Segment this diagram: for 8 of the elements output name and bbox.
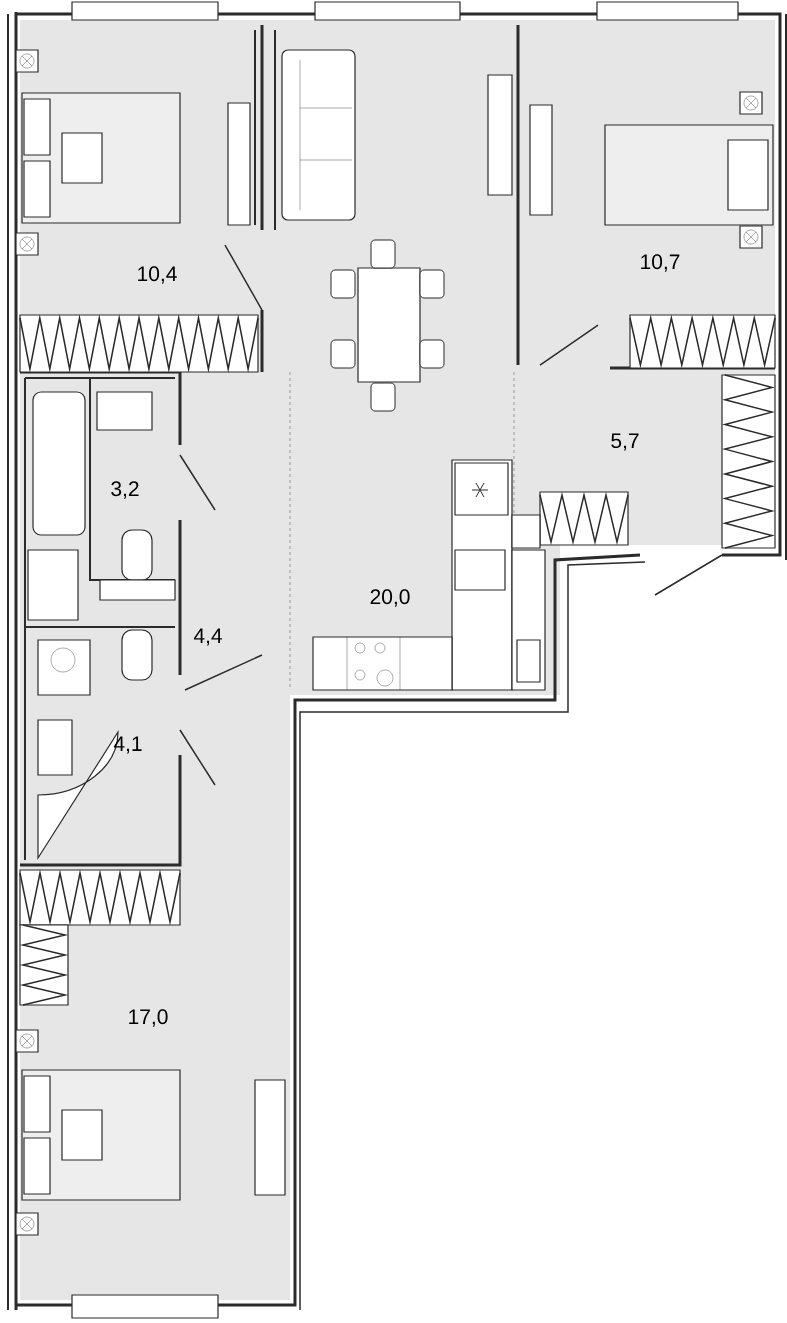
area-label: 10,4 xyxy=(138,266,177,284)
area-label: 20,0 xyxy=(370,589,410,607)
area-label: 4,4 xyxy=(193,628,222,646)
area-label: 5,7 xyxy=(611,433,639,451)
area-label: 17,0 xyxy=(129,1009,168,1027)
area-label: 10,7 xyxy=(641,254,680,272)
area-label: 4,1 xyxy=(113,736,142,754)
area-label: 3,2 xyxy=(111,481,139,499)
